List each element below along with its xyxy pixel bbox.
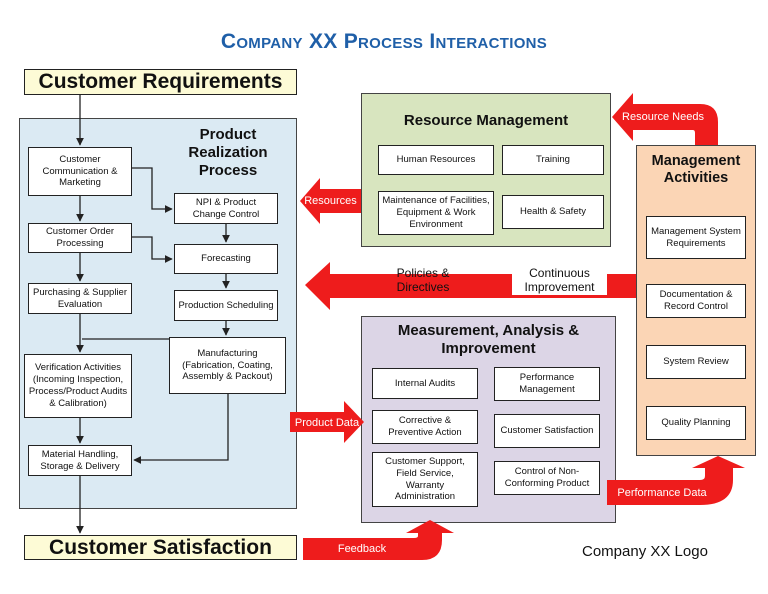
maintenance-box: Maintenance of Facilities, Equipment & W… bbox=[378, 191, 494, 235]
feedback-label: Feedback bbox=[337, 543, 387, 555]
health-safety-box: Health & Safety bbox=[502, 195, 604, 229]
customer-order-processing-box: Customer Order Processing bbox=[28, 223, 132, 253]
verification-activities-box: Verification Activities (Incoming Inspec… bbox=[24, 354, 132, 418]
product-data-arrow bbox=[290, 401, 364, 443]
resource-needs-arrow bbox=[612, 93, 718, 145]
connector-order-to-forecasting bbox=[132, 236, 173, 263]
customer-satisfaction-bar: Customer Satisfaction bbox=[24, 535, 297, 560]
customer-support-box: Customer Support, Field Service, Warrant… bbox=[372, 452, 478, 507]
product-data-label: Product Data bbox=[294, 416, 360, 429]
human-resources-box: Human Resources bbox=[378, 145, 494, 175]
product-realization-title: Product Realization Process bbox=[188, 126, 268, 179]
npi-change-control-box: NPI & Product Change Control bbox=[174, 193, 278, 224]
connector-comm-to-npi bbox=[132, 167, 173, 213]
system-requirements-box: Management System Requirements bbox=[646, 216, 746, 259]
nonconforming-product-box: Control of Non-Conforming Product bbox=[494, 461, 600, 495]
connector-manufacturing-to-material bbox=[133, 394, 229, 464]
corrective-action-box: Corrective & Preventive Action bbox=[372, 410, 478, 444]
resource-needs-label: Resource Needs bbox=[622, 111, 704, 123]
manufacturing-box: Manufacturing (Fabrication, Coating, Ass… bbox=[169, 337, 286, 394]
feedback-arrow bbox=[303, 520, 454, 560]
internal-audits-box: Internal Audits bbox=[372, 368, 478, 399]
performance-data-label: Performance Data bbox=[617, 486, 707, 499]
customer-requirements-bar: Customer Requirements bbox=[24, 69, 297, 95]
material-handling-box: Material Handling, Storage & Delivery bbox=[28, 445, 132, 476]
resources-label: Resources bbox=[304, 195, 357, 207]
continuous-improvement-label: Continuous Improvement bbox=[512, 266, 607, 295]
customer-communication-box: Customer Communication & Marketing bbox=[28, 147, 132, 196]
customer-satisfaction-measure-box: Customer Satisfaction bbox=[494, 414, 600, 448]
production-scheduling-box: Production Scheduling bbox=[174, 290, 278, 321]
purchasing-box: Purchasing & Supplier Evaluation bbox=[28, 283, 132, 314]
policies-directives-label: Policies & Directives bbox=[396, 266, 450, 295]
management-title: Management Activities bbox=[651, 153, 741, 187]
system-review-box: System Review bbox=[646, 345, 746, 379]
company-logo-text: Company XX Logo bbox=[582, 543, 708, 560]
documentation-box: Documentation & Record Control bbox=[646, 284, 746, 318]
performance-data-arrow bbox=[607, 456, 745, 505]
page-title: Company XX Process Interactions bbox=[220, 30, 548, 53]
measurement-title: Measurement, Analysis & Improvement bbox=[397, 322, 580, 357]
resources-arrow bbox=[300, 178, 361, 224]
performance-management-box: Performance Management bbox=[494, 367, 600, 401]
training-box: Training bbox=[502, 145, 604, 175]
resource-management-title: Resource Management bbox=[403, 112, 569, 129]
quality-planning-box: Quality Planning bbox=[646, 406, 746, 440]
forecasting-box: Forecasting bbox=[174, 244, 278, 274]
